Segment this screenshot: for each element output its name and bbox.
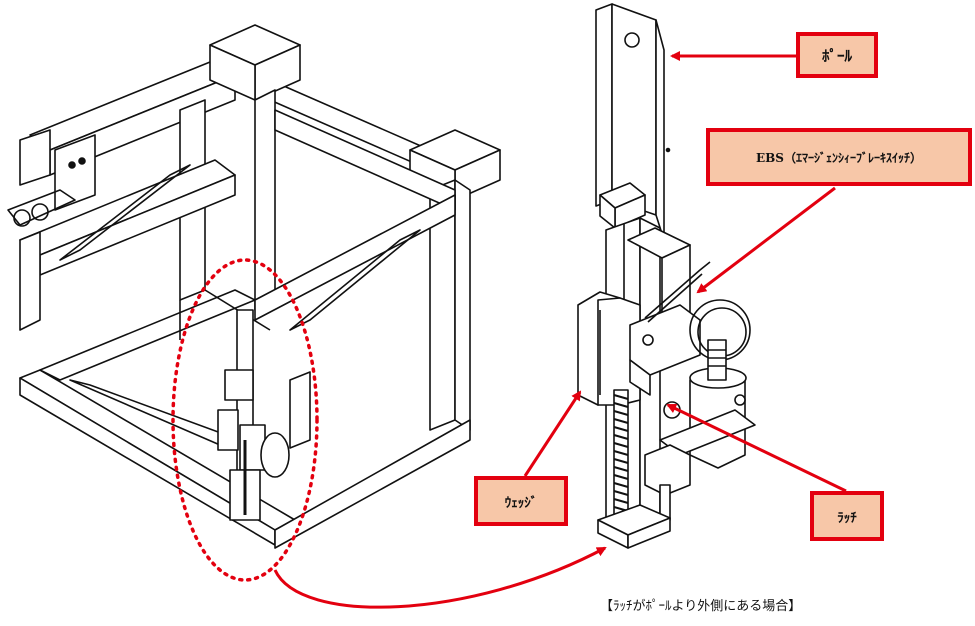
frame-bottom-left-beam: [39, 289, 256, 381]
label-pole-text: ﾎﾟｰﾙ: [821, 46, 852, 65]
label-latch: ﾗｯﾁ: [810, 491, 884, 541]
frame-bracket-hole-2: [78, 157, 86, 165]
frame-mini-guide: [224, 369, 254, 401]
detail-latch-lower: [629, 359, 651, 396]
label-wedge: ｳｪｯｼﾞ: [474, 476, 568, 526]
frame-mid-right-beam: [254, 194, 456, 321]
frame-left-arm-end: [19, 129, 51, 186]
detail-solenoid-screw: [734, 394, 746, 406]
detail-solenoid-plunger: [707, 339, 727, 381]
label-latch-text: ﾗｯﾁ: [837, 510, 857, 526]
arrow-ebs: [696, 186, 836, 294]
label-pole: ﾎﾟｰﾙ: [796, 32, 878, 78]
detail-pole-side: [595, 3, 613, 207]
label-ebs-text: EBS（ｴﾏｰｼﾞｪﾝｼｨｰﾌﾞﾚｰｷｽｲｯﾁ）: [756, 150, 922, 165]
detail-lower-bracket: [644, 444, 691, 496]
frame-bottom-right-beam: [274, 419, 471, 549]
frame-brace-left: [59, 164, 191, 261]
detail-latch-pin: [642, 334, 654, 346]
frame-left-lower-end: [19, 231, 41, 331]
highlight-ellipse: [171, 258, 319, 582]
detail-drawing: [577, 3, 756, 549]
detail-screw-rod: [613, 389, 629, 526]
frame-left-bracket: [54, 134, 96, 211]
detail-base-side: [627, 517, 671, 549]
detail-switch-cable: [644, 261, 711, 319]
arrow-latch: [666, 403, 847, 493]
arrow-wedge: [523, 390, 582, 477]
detail-screw-threads: [613, 394, 629, 520]
detail-pole-dot: [665, 147, 671, 153]
frame-right-lower-block: [289, 371, 311, 449]
frame-post-right-side: [454, 179, 471, 431]
diagram-caption: 【ﾗｯﾁがﾎﾟｰﾙより外側にある場合】: [600, 599, 802, 614]
frame-mini-solenoid: [260, 432, 290, 478]
pointer-arrows: [523, 51, 847, 493]
zoom-arrow: [273, 546, 607, 609]
frame-bracket-hole-1: [68, 161, 76, 169]
frame-mini-wedge: [217, 409, 239, 451]
detail-switch-cable-2: [647, 273, 703, 323]
frame-wheel-bracket: [7, 189, 76, 226]
label-wedge-text: ｳｪｯｼﾞ: [504, 495, 538, 511]
detail-pole-edge: [655, 19, 665, 241]
label-ebs: EBS（ｴﾏｰｼﾞｪﾝｼｨｰﾌﾞﾚｰｷｽｲｯﾁ）: [706, 128, 972, 186]
frame-post-middle: [254, 89, 276, 311]
detail-pole-hole: [624, 32, 640, 48]
frame-drawing: [7, 24, 501, 549]
